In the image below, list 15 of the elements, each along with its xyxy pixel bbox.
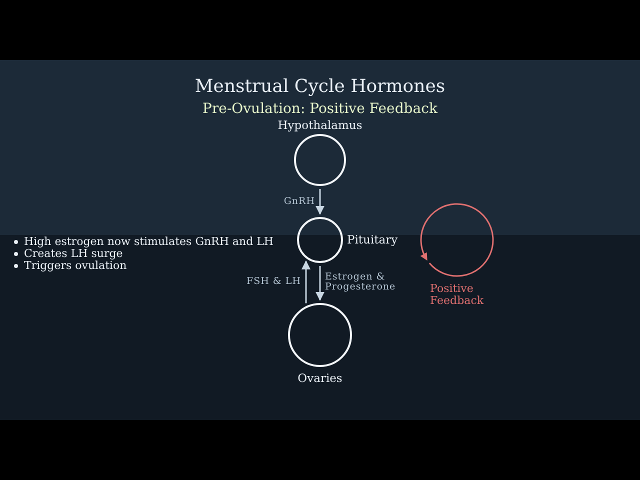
arrow: [316, 266, 324, 301]
arrow: [302, 260, 310, 304]
subtitle: Pre-Ovulation: Positive Feedback: [202, 101, 439, 117]
edge-label: GnRH: [284, 196, 315, 207]
bullet-point: Creates LH surge: [24, 248, 123, 260]
bullet-point: Triggers ovulation: [24, 260, 127, 272]
title: Menstrual Cycle Hormones: [194, 76, 446, 97]
edge-label: FSH & LH: [246, 277, 301, 288]
bullet-point: High estrogen now stimulates GnRH and LH: [24, 236, 274, 248]
node-label: Ovaries: [298, 372, 342, 385]
edge-label: Estrogen & Progesterone: [325, 272, 397, 294]
node-label: Hypothalamus: [278, 119, 362, 132]
arrow: [316, 189, 324, 215]
node-label: Positive Feedback: [430, 283, 485, 308]
node-label: Pituitary: [347, 234, 398, 246]
